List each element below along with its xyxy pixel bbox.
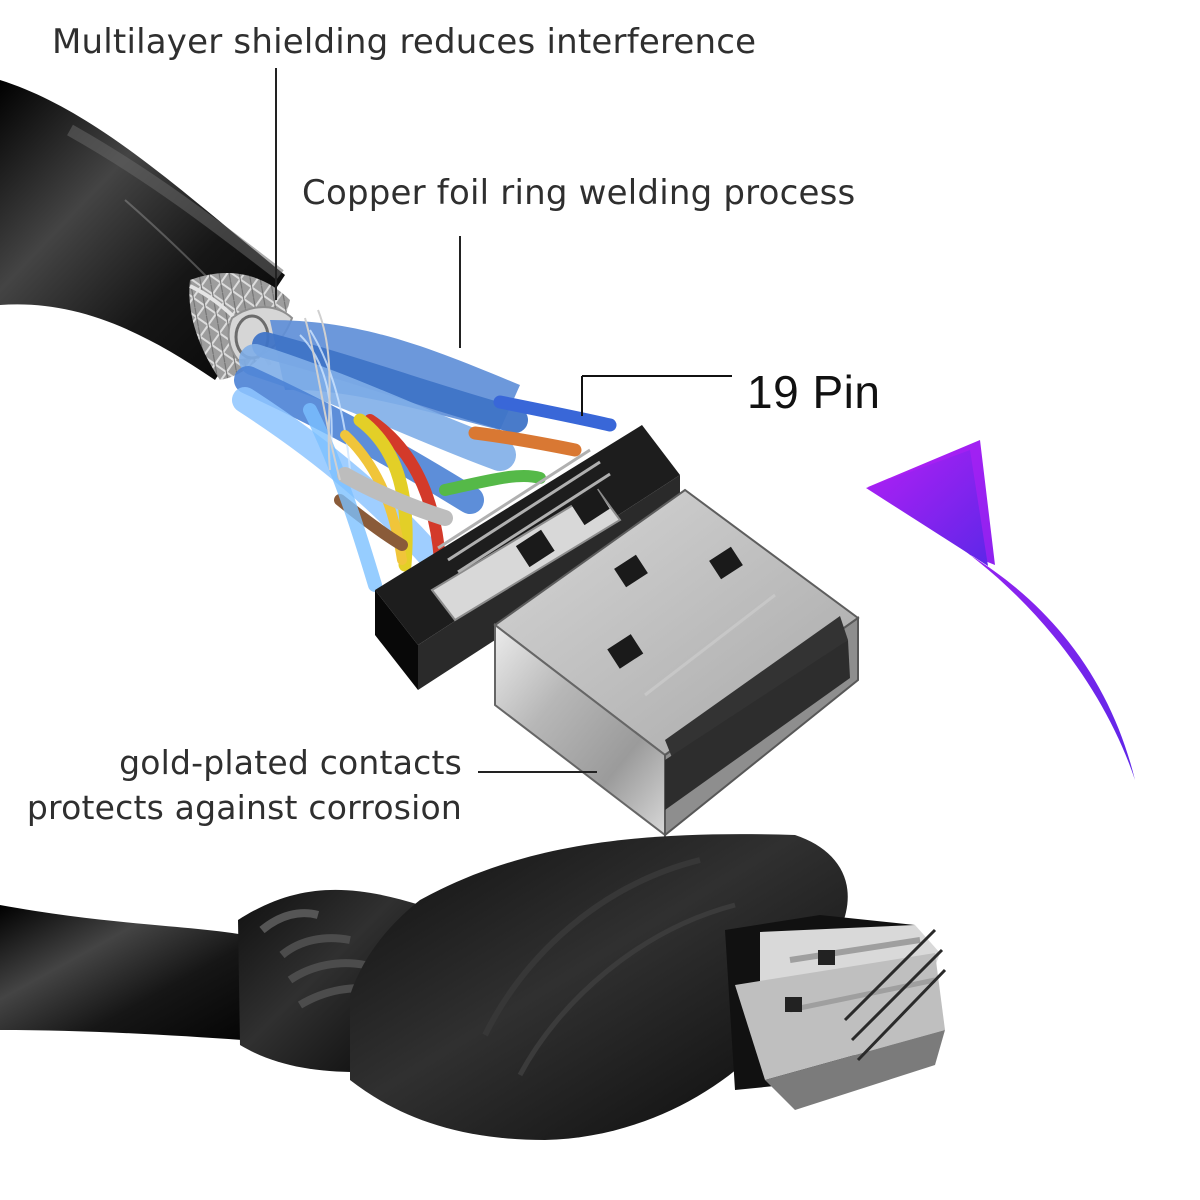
pin-count-annotation: 19 Pin bbox=[747, 366, 881, 418]
copper-foil-annotation: Copper foil ring welding process bbox=[302, 173, 856, 213]
gold-contacts-annotation: gold-plated contacts protects against co… bbox=[27, 740, 462, 830]
curved-arrow-icon bbox=[866, 440, 1135, 780]
shielding-annotation: Multilayer shielding reduces interferenc… bbox=[52, 22, 757, 62]
gold-contacts-line-2: protects against corrosion bbox=[26, 788, 462, 827]
gold-contacts-line-1: gold-plated contacts bbox=[119, 743, 462, 782]
